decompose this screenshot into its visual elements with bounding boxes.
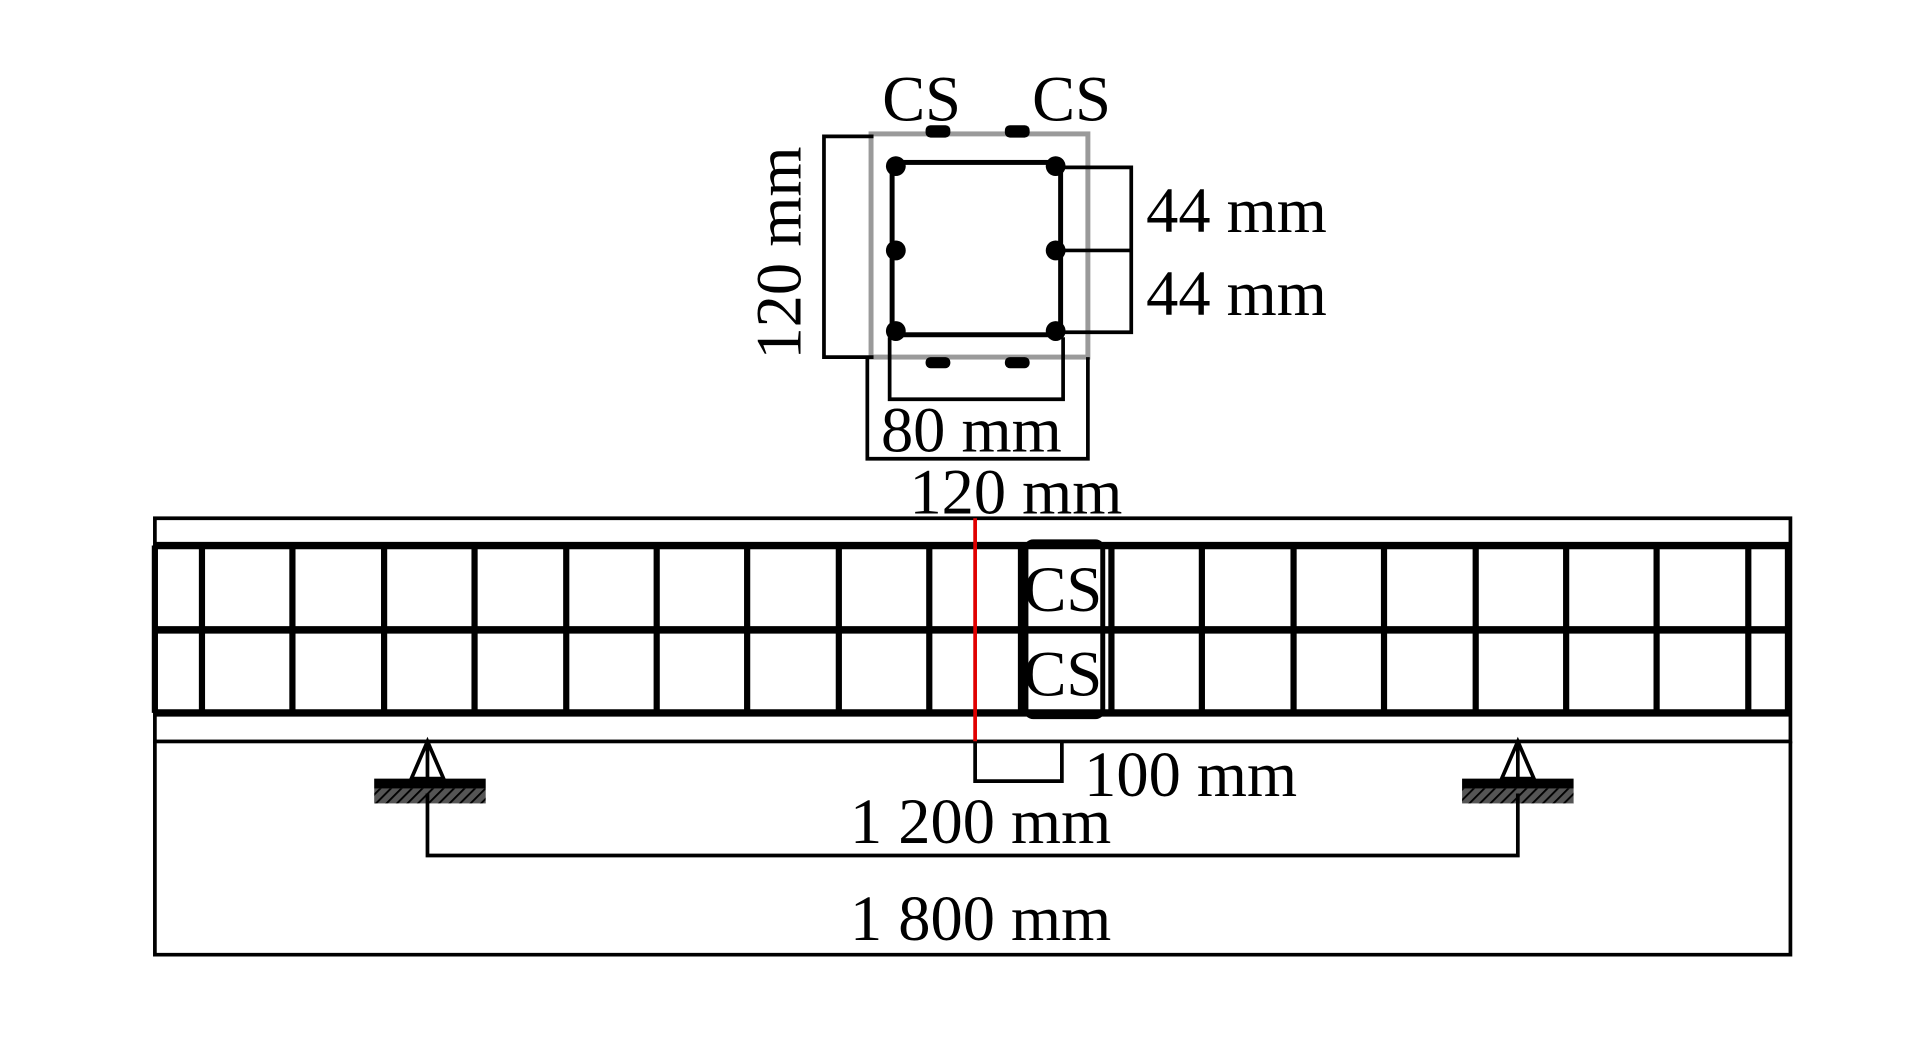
cs-label: CS	[1023, 554, 1102, 625]
height-label: 120 mm	[743, 146, 814, 359]
beam-elevation: CS CS 100 mm 1 200 mm 1 800 mm	[151, 516, 1793, 957]
cs-label: CS	[1032, 63, 1111, 134]
width-label: 120 mm	[909, 456, 1122, 527]
spacing-upper-label: 44 mm	[1146, 175, 1327, 246]
section-outline	[868, 131, 1091, 360]
cs-region	[1023, 539, 1106, 720]
rebar-dots	[885, 156, 1066, 341]
cross-section: CS CS 120 mm 44 mm 44 mm 80 mm 120 mm	[743, 63, 1326, 527]
span-dimension	[425, 793, 1520, 858]
stirrup	[889, 159, 1064, 338]
span-label: 1 200 mm	[850, 786, 1111, 857]
width-dimension	[865, 357, 1090, 461]
offset-label: 100 mm	[1084, 739, 1297, 810]
height-dimension	[822, 134, 874, 359]
cs-label: CS	[882, 63, 961, 134]
cs-label: CS	[1023, 639, 1102, 710]
length-dimension	[153, 741, 1793, 957]
spacing-lower-label: 44 mm	[1146, 258, 1327, 329]
offset-dimension	[973, 741, 1064, 783]
stirrups	[151, 545, 1792, 713]
inner-width-label: 80 mm	[881, 394, 1062, 465]
length-label: 1 800 mm	[850, 883, 1111, 954]
inner-width-dimension	[887, 337, 1065, 402]
left-support	[374, 736, 486, 804]
cs-sheets	[925, 125, 1030, 369]
